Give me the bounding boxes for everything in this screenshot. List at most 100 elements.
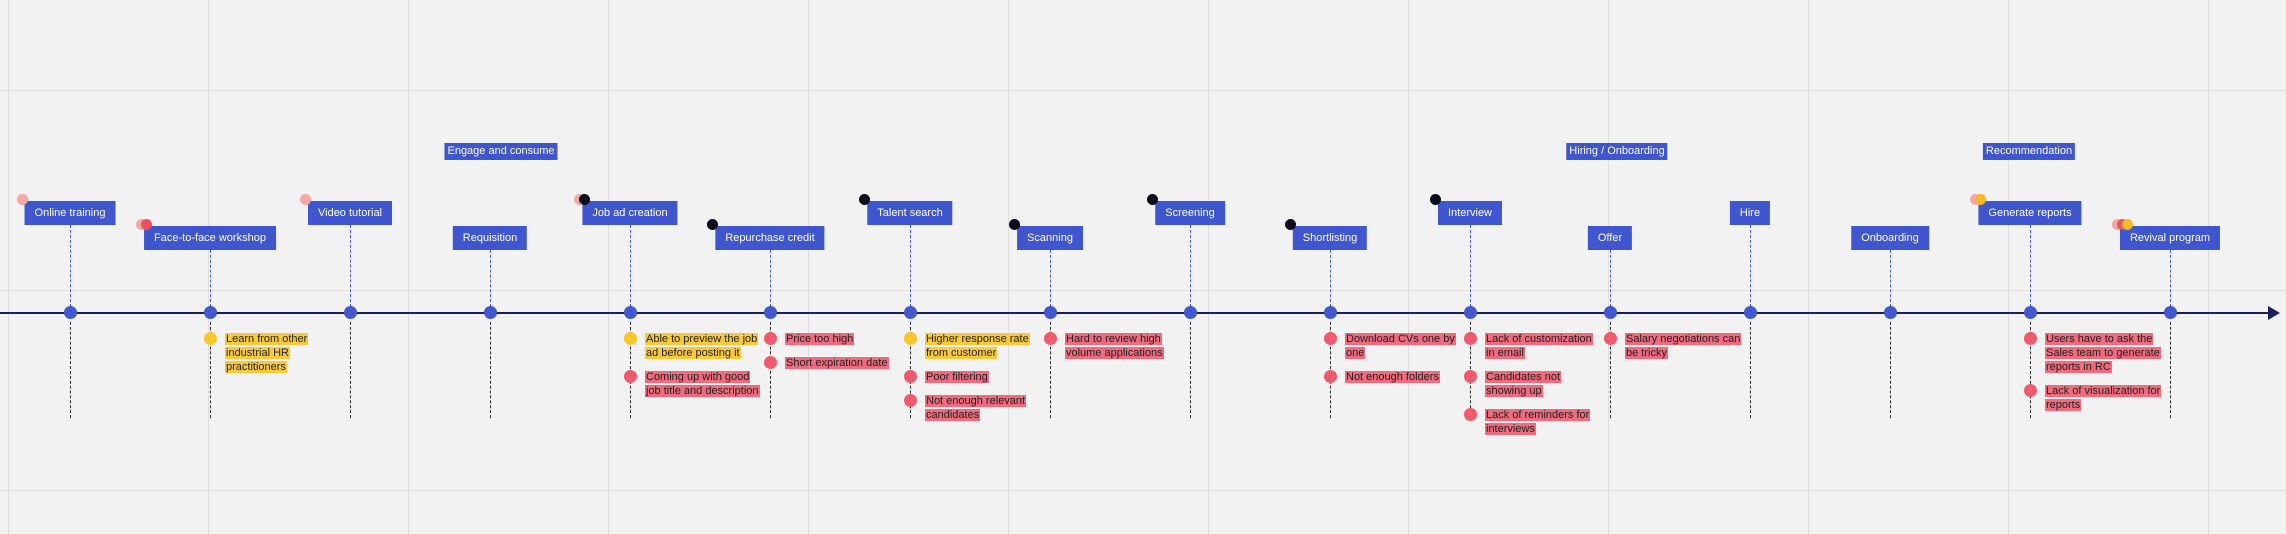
pain-point-note[interactable]: Coming up with good job title and descri… <box>645 370 763 398</box>
red-marker-icon[interactable] <box>141 219 153 230</box>
black-marker-icon[interactable] <box>579 194 591 205</box>
stage-card-generate-reports[interactable]: Generate reports <box>1978 201 2082 225</box>
stage-card-onboarding[interactable]: Onboarding <box>1851 226 1929 250</box>
grid-line <box>1608 0 1609 534</box>
stage-guide-line <box>490 322 491 418</box>
stage-card-online-training[interactable]: Online training <box>24 201 116 225</box>
positive-note[interactable]: Higher response rate from customer <box>925 332 1043 360</box>
note-text: Short expiration date <box>785 357 889 369</box>
pain-point-note[interactable]: Poor filtering <box>925 370 1043 384</box>
yellow-marker-icon[interactable] <box>1975 194 1987 205</box>
pain-point-note[interactable]: Users have to ask the Sales team to gene… <box>2045 332 2163 374</box>
black-marker-icon[interactable] <box>1147 194 1159 205</box>
phase-recommendation-label[interactable]: Recommendation <box>1982 143 2076 160</box>
pain-point-note[interactable]: Price too high <box>785 332 903 346</box>
stage-guide-line <box>350 322 351 418</box>
grid-line <box>808 0 809 534</box>
pain-dot-icon <box>1464 370 1477 383</box>
grid-line <box>1408 0 1409 534</box>
timeline-node[interactable] <box>1884 306 1897 319</box>
stage-card-offer[interactable]: Offer <box>1587 226 1633 250</box>
timeline-node[interactable] <box>764 306 777 319</box>
stage-card-hire[interactable]: Hire <box>1729 201 1771 225</box>
timeline-node[interactable] <box>484 306 497 319</box>
timeline-axis <box>0 312 2270 314</box>
timeline-node[interactable] <box>904 306 917 319</box>
timeline-node[interactable] <box>1604 306 1617 319</box>
phase-hiring-label[interactable]: Hiring / Onboarding <box>1566 143 1668 160</box>
black-marker-icon[interactable] <box>1009 219 1021 230</box>
stage-card-face-to-face-workshop[interactable]: Face-to-face workshop <box>144 226 276 250</box>
stage-connector <box>1470 225 1471 312</box>
positive-note[interactable]: Learn from other industrial HR practitio… <box>225 332 343 374</box>
pain-dot-icon <box>1604 332 1617 345</box>
stage-guide-line <box>210 322 211 418</box>
pain-point-note[interactable]: Download CVs one by one <box>1345 332 1463 360</box>
stage-card-scanning[interactable]: Scanning <box>1017 226 1083 250</box>
pain-point-note[interactable]: Candidates not showing up <box>1485 370 1603 398</box>
stage-guide-line <box>1750 322 1751 418</box>
stage-connector <box>1330 250 1331 312</box>
positive-dot-icon <box>624 332 637 345</box>
note-text: Salary negotiations can be tricky <box>1625 333 1742 359</box>
pain-point-note[interactable]: Lack of visualization for reports <box>2045 384 2163 412</box>
timeline-node[interactable] <box>2024 306 2037 319</box>
stage-connector <box>1750 225 1751 312</box>
stage-card-shortlisting[interactable]: Shortlisting <box>1292 226 1368 250</box>
black-marker-icon[interactable] <box>1284 219 1296 230</box>
stage-guide-line <box>1190 322 1191 418</box>
salmon-marker-icon[interactable] <box>299 194 311 205</box>
timeline-node[interactable] <box>1464 306 1477 319</box>
timeline-node[interactable] <box>1044 306 1057 319</box>
timeline-arrow-icon <box>2268 306 2280 320</box>
timeline-node[interactable] <box>1184 306 1197 319</box>
black-marker-icon[interactable] <box>1429 194 1441 205</box>
grid-line <box>2008 0 2009 534</box>
stage-guide-line <box>770 322 771 418</box>
stage-card-repurchase-credit[interactable]: Repurchase credit <box>715 226 825 250</box>
grid-line <box>608 0 609 534</box>
pain-point-note[interactable]: Not enough relevant candidates <box>925 394 1043 422</box>
stage-connector <box>2030 225 2031 312</box>
pain-point-note[interactable]: Hard to review high volume applications <box>1065 332 1183 360</box>
timeline-node[interactable] <box>344 306 357 319</box>
stage-guide-line <box>1610 322 1611 418</box>
note-text: Not enough folders <box>1345 371 1440 383</box>
timeline-node[interactable] <box>204 306 217 319</box>
pain-dot-icon <box>624 370 637 383</box>
pain-point-note[interactable]: Short expiration date <box>785 356 903 370</box>
grid-line <box>0 490 2286 491</box>
yellow-marker-icon[interactable] <box>2121 219 2133 230</box>
stage-card-job-ad-creation[interactable]: Job ad creation <box>582 201 678 225</box>
note-text: Lack of customization in email <box>1485 333 1593 359</box>
note-text: Not enough relevant candidates <box>925 395 1027 421</box>
stage-connector <box>630 225 631 312</box>
timeline-node[interactable] <box>64 306 77 319</box>
stage-card-talent-search[interactable]: Talent search <box>867 201 953 225</box>
note-text: Users have to ask the Sales team to gene… <box>2045 333 2161 373</box>
stage-connector <box>350 225 351 312</box>
timeline-node[interactable] <box>624 306 637 319</box>
stage-card-interview[interactable]: Interview <box>1437 201 1503 225</box>
note-text: Learn from other industrial HR practitio… <box>225 333 309 373</box>
timeline-node[interactable] <box>1744 306 1757 319</box>
pain-point-note[interactable]: Lack of customization in email <box>1485 332 1603 360</box>
timeline-node[interactable] <box>1324 306 1337 319</box>
pain-point-note[interactable]: Lack of reminders for interviews <box>1485 408 1603 436</box>
stage-card-revival-program[interactable]: Revival program <box>2119 226 2221 250</box>
black-marker-icon[interactable] <box>707 219 719 230</box>
stage-card-screening[interactable]: Screening <box>1155 201 1225 225</box>
stage-card-requisition[interactable]: Requisition <box>452 226 528 250</box>
phase-engage-label[interactable]: Engage and consume <box>444 143 558 160</box>
salmon-marker-icon[interactable] <box>16 194 28 205</box>
positive-note[interactable]: Able to preview the job ad before postin… <box>645 332 763 360</box>
timeline-node[interactable] <box>2164 306 2177 319</box>
pain-point-note[interactable]: Salary negotiations can be tricky <box>1625 332 1743 360</box>
black-marker-icon[interactable] <box>859 194 871 205</box>
stage-card-video-tutorial[interactable]: Video tutorial <box>307 201 393 225</box>
stage-connector <box>210 250 211 312</box>
stage-guide-line <box>2030 322 2031 418</box>
stage-guide-line <box>2170 322 2171 418</box>
pain-point-note[interactable]: Not enough folders <box>1345 370 1463 384</box>
